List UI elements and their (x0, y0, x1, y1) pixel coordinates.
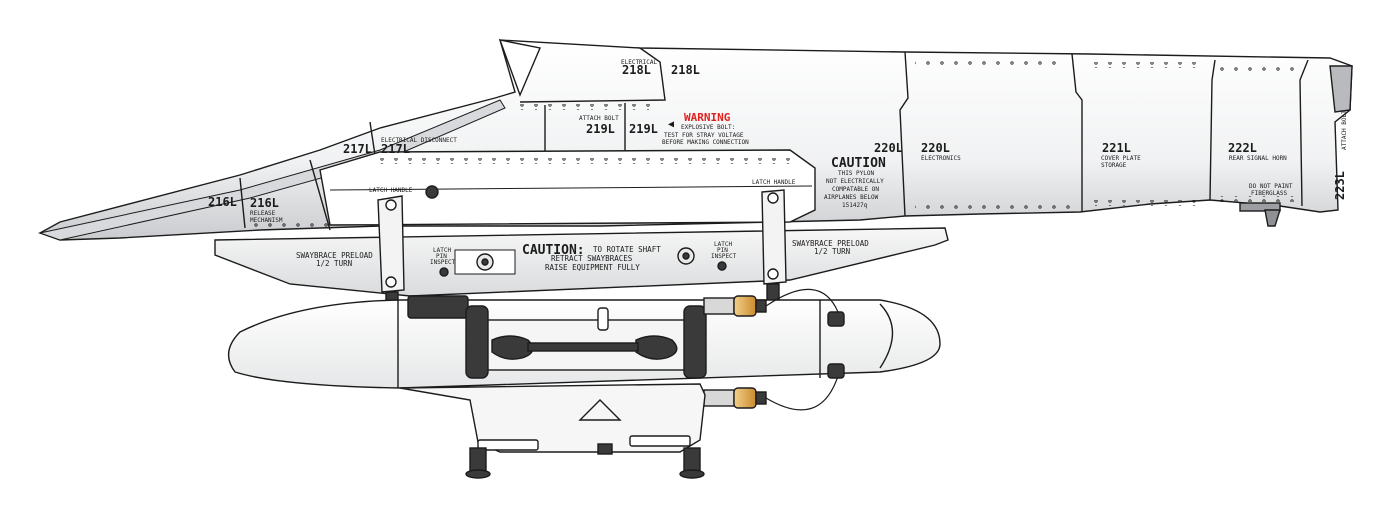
cable (765, 288, 839, 411)
release-label-1: RELEASE (250, 210, 276, 217)
attach-bolt-vertical-label: ATTACH BOLT (1341, 110, 1348, 150)
rail-caution-line-3: RAISE EQUIPMENT FULLY (545, 263, 640, 272)
zone-218-a: 218L (622, 63, 651, 77)
rail-caution-line-2: RETRACT SWAYBRACES (551, 254, 633, 263)
latch-pin-right-label-2: PIN (717, 247, 728, 254)
zone-217-a: 217L (343, 142, 372, 156)
do-not-paint-label-1: DO NOT PAINT (1249, 183, 1293, 190)
rivet-rows (250, 60, 1304, 228)
caution-line-4: AIRPLANES BELOW (824, 194, 879, 201)
rail-caution-title: CAUTION: (522, 243, 585, 258)
zone-219-b: 219L (629, 122, 658, 136)
lower-tray (399, 383, 706, 453)
cover-plate-label-1: COVER PLATE (1101, 155, 1141, 162)
rear-signal-horn-label: REAR SIGNAL HORN (1229, 155, 1287, 162)
release-label-2: MECHANISM (250, 217, 283, 224)
rail-caution-line-1: TO ROTATE SHAFT (593, 245, 661, 254)
caution-title: CAUTION (831, 156, 886, 171)
electrical-disconnect-label: ELECTRICAL DISCONNECT (381, 137, 457, 144)
latch-handle-right[interactable] (761, 189, 787, 303)
latch-pin-right-label-3: INSPECT (711, 253, 737, 260)
latch-handle-right-label: LATCH HANDLE (752, 179, 796, 186)
caution-line-5: 151427q (842, 202, 868, 209)
caution-line-3: COMPATABLE ON (832, 186, 879, 193)
latch-pin-left-label-1: LATCH (433, 247, 451, 254)
swaybrace-right-label-2: 1/2 TURN (814, 247, 850, 256)
zone-219-a: 219L (586, 122, 615, 136)
electrical-label: ELECTRICAL (621, 59, 658, 66)
warning-line-3: BEFORE MAKING CONNECTION (662, 139, 749, 146)
warning-line-1: EXPLOSIVE BOLT: (681, 124, 735, 131)
zone-217-b: 217L (381, 142, 410, 156)
zone-labels: 216L 216L 217L 217L 218L 218L 219L 219L … (208, 63, 1347, 210)
latch-handle-left[interactable] (377, 195, 405, 307)
equipment-pod (227, 288, 941, 479)
stencil-labels: RELEASE MECHANISM ELECTRICAL DISCONNECT … (250, 59, 1348, 272)
zone-221: 221L (1102, 141, 1131, 155)
inner-fairing (319, 149, 816, 226)
zone-220-b: 220L (921, 141, 950, 155)
zone-216-a: 216L (208, 195, 237, 209)
swaybrace-left-label-1: SWAYBRACE PRELOAD (296, 251, 373, 260)
warning-line-2: TEST FOR STRAY VOLTAGE (664, 132, 744, 139)
latch-pin-left-label-2: PIN (436, 253, 447, 260)
latch-handle-left-label: LATCH HANDLE (369, 187, 413, 194)
latch-pin-right-label-1: LATCH (714, 241, 732, 248)
pylon-body (38, 39, 1353, 241)
electronics-label: ELECTRONICS (921, 155, 961, 162)
latch-pin-left-label-3: INSPECT (430, 259, 456, 266)
warning-arrow-icon: ◀ (668, 119, 674, 130)
attach-bolt-label: ATTACH BOLT (579, 115, 619, 122)
zone-223: 223L (1333, 171, 1347, 200)
swaybrace-left-label-2: 1/2 TURN (316, 259, 352, 268)
warning-title: WARNING (684, 111, 731, 124)
caution-line-1: THIS PYLON (838, 170, 875, 177)
zone-220-a: 220L (874, 141, 903, 155)
swaybrace-right-label-1: SWAYBRACE PRELOAD (792, 239, 869, 248)
do-not-paint-label-2: FIBERGLASS (1251, 190, 1288, 197)
zone-216-b: 216L (250, 196, 279, 210)
zone-222: 222L (1228, 141, 1257, 155)
zone-218-b: 218L (671, 63, 700, 77)
caution-line-2: NOT ELECTRICALLY (826, 178, 884, 185)
cover-plate-label-2: STORAGE (1101, 162, 1127, 169)
